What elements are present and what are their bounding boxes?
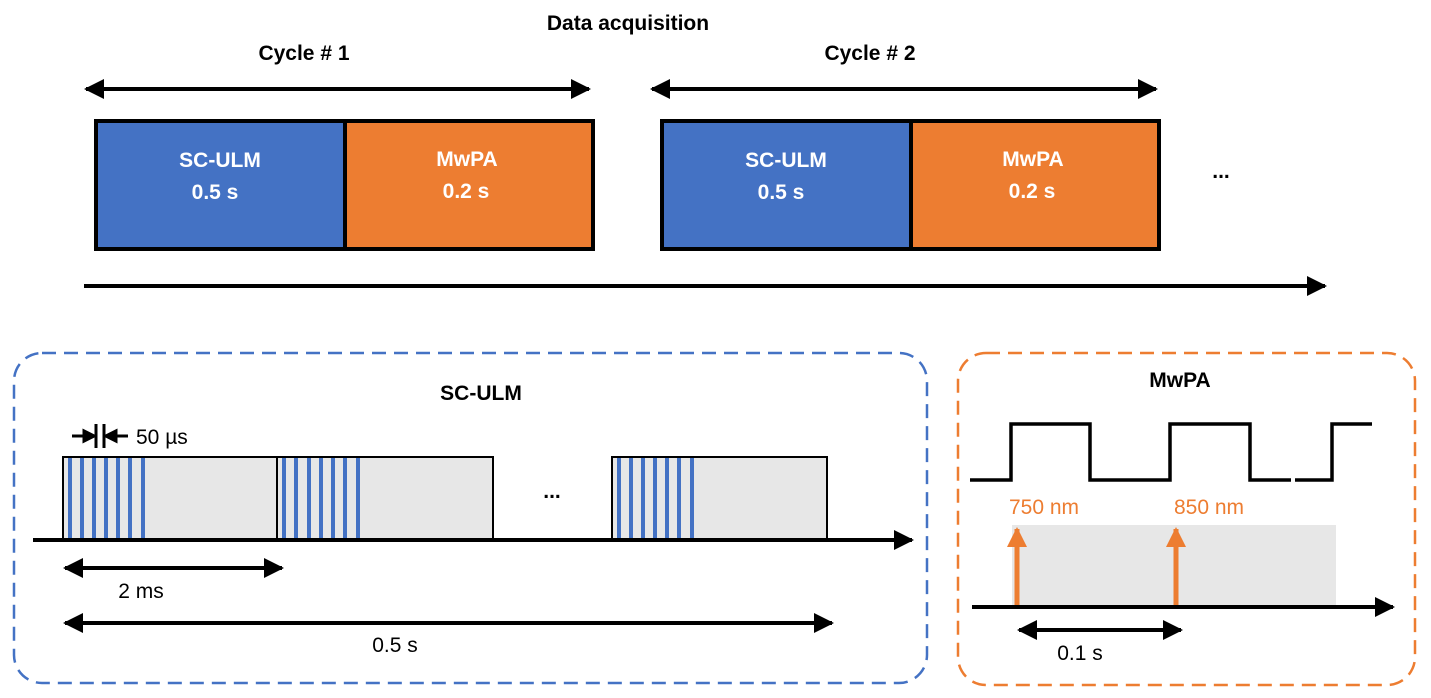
sculm-pulses-frame-1 <box>68 458 145 539</box>
cycle-2-mwpa-name: MwPA <box>1002 148 1063 171</box>
cycle-2-sculm-block <box>660 119 913 251</box>
cycle-1-mwpa-duration: 0.2 s <box>443 180 490 203</box>
cycle-2-mwpa-block <box>909 119 1161 251</box>
sculm-total-label: 0.5 s <box>372 634 418 657</box>
sculm-panel-title: SC-ULM <box>440 382 522 405</box>
mwpa-interval-label: 0.1 s <box>1057 642 1103 665</box>
sculm-pulses-frame-2 <box>282 458 360 539</box>
cycle-1-mwpa-block <box>343 119 595 251</box>
cycle-2-sculm-name: SC-ULM <box>745 149 827 172</box>
laser-wavelength-square-wave <box>970 422 1291 482</box>
diagram-title: Data acquisition <box>547 12 709 35</box>
cycle-1-label: Cycle # 1 <box>258 42 349 65</box>
sculm-frame-2 <box>276 456 494 541</box>
cycles-ellipsis: ... <box>1212 160 1230 183</box>
cycle-1-mwpa-name: MwPA <box>436 148 497 171</box>
cycle-2-sculm-duration: 0.5 s <box>758 181 805 204</box>
sculm-frames-ellipsis: ... <box>543 480 561 503</box>
wavelength-750-label: 750 nm <box>1009 496 1079 519</box>
cycle-2-label: Cycle # 2 <box>824 42 915 65</box>
cycle-1-sculm-duration: 0.5 s <box>192 181 239 204</box>
cycle-2-mwpa-duration: 0.2 s <box>1009 180 1056 203</box>
sculm-pulses-frame-3 <box>617 458 694 539</box>
mwpa-panel-border <box>956 351 1417 687</box>
laser-wavelength-square-wave-tail <box>1295 422 1372 482</box>
pulse-width-label: 50 µs <box>136 426 188 449</box>
mwpa-panel-title: MwPA <box>1149 369 1210 392</box>
sculm-frame-3 <box>611 456 828 541</box>
sculm-panel-border <box>12 351 929 685</box>
cycle-1-sculm-name: SC-ULM <box>179 149 261 172</box>
sculm-interval-label: 2 ms <box>118 580 164 603</box>
wavelength-850-label: 850 nm <box>1174 496 1244 519</box>
